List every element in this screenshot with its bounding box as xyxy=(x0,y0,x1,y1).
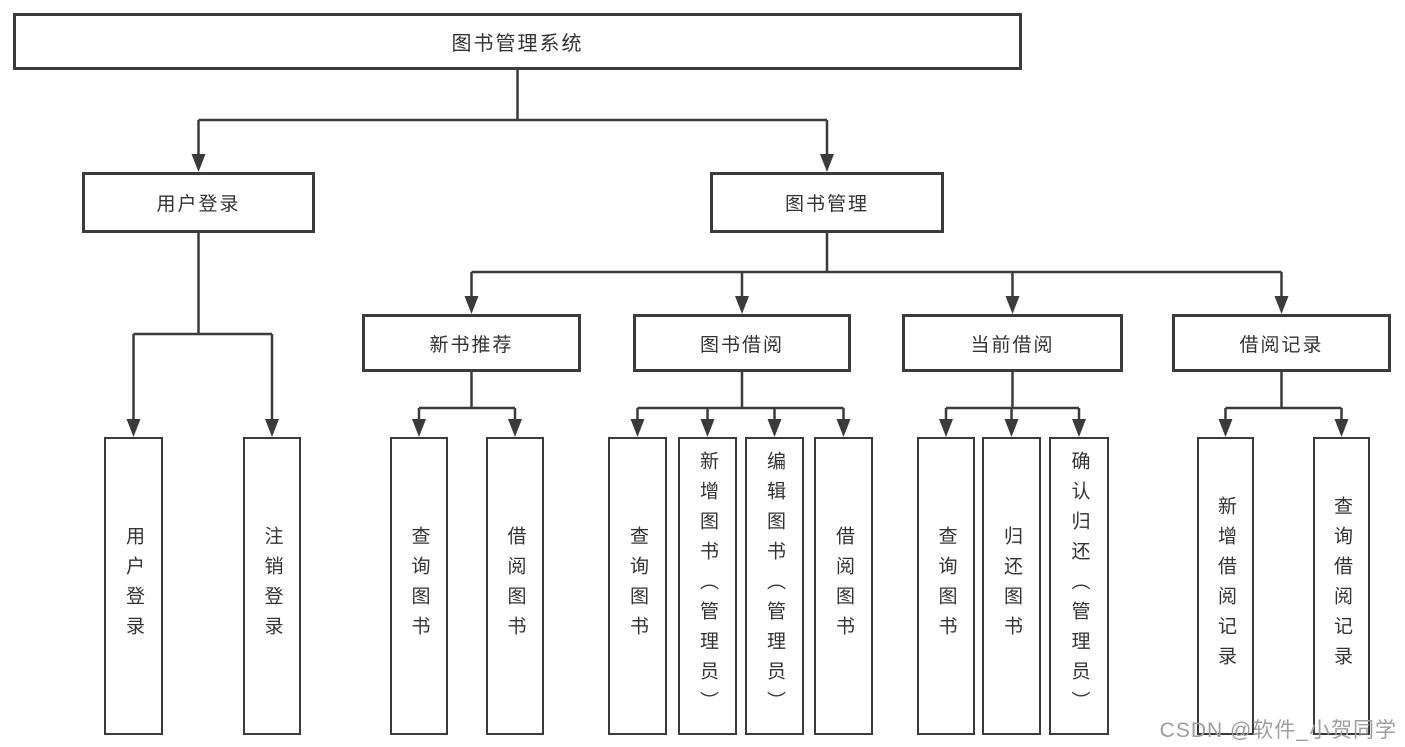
node-user-login: 用户登录 xyxy=(82,172,315,233)
leaf-borrow-books-recommend: 借阅图书 xyxy=(486,437,544,735)
leaf-logout: 注销登录 xyxy=(243,437,301,735)
arrowheads xyxy=(126,154,1349,437)
leaf-borrow-books: 借阅图书 xyxy=(814,437,873,735)
leaf-edit-books-admin: 编辑图书（管理员） xyxy=(745,437,804,735)
leaf-query-books-current: 查询图书 xyxy=(917,437,975,735)
leaf-label: 归还图书 xyxy=(1001,526,1022,646)
node-label: 借阅记录 xyxy=(1239,334,1324,356)
node-book-borrowing: 图书借阅 xyxy=(633,314,851,372)
csdn-watermark: CSDN @软件_小贺同学 xyxy=(1159,719,1397,742)
node-label: 用户登录 xyxy=(156,194,241,215)
leaf-query-books-recommend: 查询图书 xyxy=(390,437,448,735)
leaf-label: 查询图书 xyxy=(627,526,648,646)
node-current-borrowing: 当前借阅 xyxy=(902,314,1123,372)
node-label: 图书管理系统 xyxy=(451,33,584,55)
node-library-management-system: 图书管理系统 xyxy=(13,13,1022,70)
node-label: 图书管理 xyxy=(784,194,869,215)
leaf-add-books-admin: 新增图书（管理员） xyxy=(678,437,737,735)
leaf-add-borrow-record: 新增借阅记录 xyxy=(1197,437,1254,735)
leaf-query-borrow-record: 查询借阅记录 xyxy=(1313,437,1370,735)
leaf-label: 查询图书 xyxy=(408,526,430,646)
leaf-label: 新增借阅记录 xyxy=(1215,496,1236,676)
leaf-confirm-return-admin: 确认归还（管理员） xyxy=(1049,437,1109,735)
node-book-management: 图书管理 xyxy=(710,172,944,233)
leaf-label: 借阅图书 xyxy=(833,526,854,646)
leaf-label: 编辑图书（管理员） xyxy=(764,451,785,721)
leaf-label: 注销登录 xyxy=(261,526,283,646)
node-label: 新书推荐 xyxy=(429,334,514,356)
node-label: 当前借阅 xyxy=(970,334,1055,356)
leaf-label: 新增图书（管理员） xyxy=(697,451,718,721)
node-borrowing-records: 借阅记录 xyxy=(1172,314,1391,372)
leaf-label: 借阅图书 xyxy=(504,526,526,646)
node-new-book-recommend: 新书推荐 xyxy=(362,314,581,372)
leaf-return-books: 归还图书 xyxy=(982,437,1041,735)
node-label: 图书借阅 xyxy=(699,334,784,356)
leaf-user-login: 用户登录 xyxy=(104,437,163,735)
leaf-query-books-borrow: 查询图书 xyxy=(608,437,667,735)
leaf-label: 确认归还（管理员） xyxy=(1068,451,1090,721)
leaf-label: 查询图书 xyxy=(935,526,957,646)
leaf-label: 用户登录 xyxy=(123,526,144,646)
leaf-label: 查询借阅记录 xyxy=(1331,496,1352,676)
